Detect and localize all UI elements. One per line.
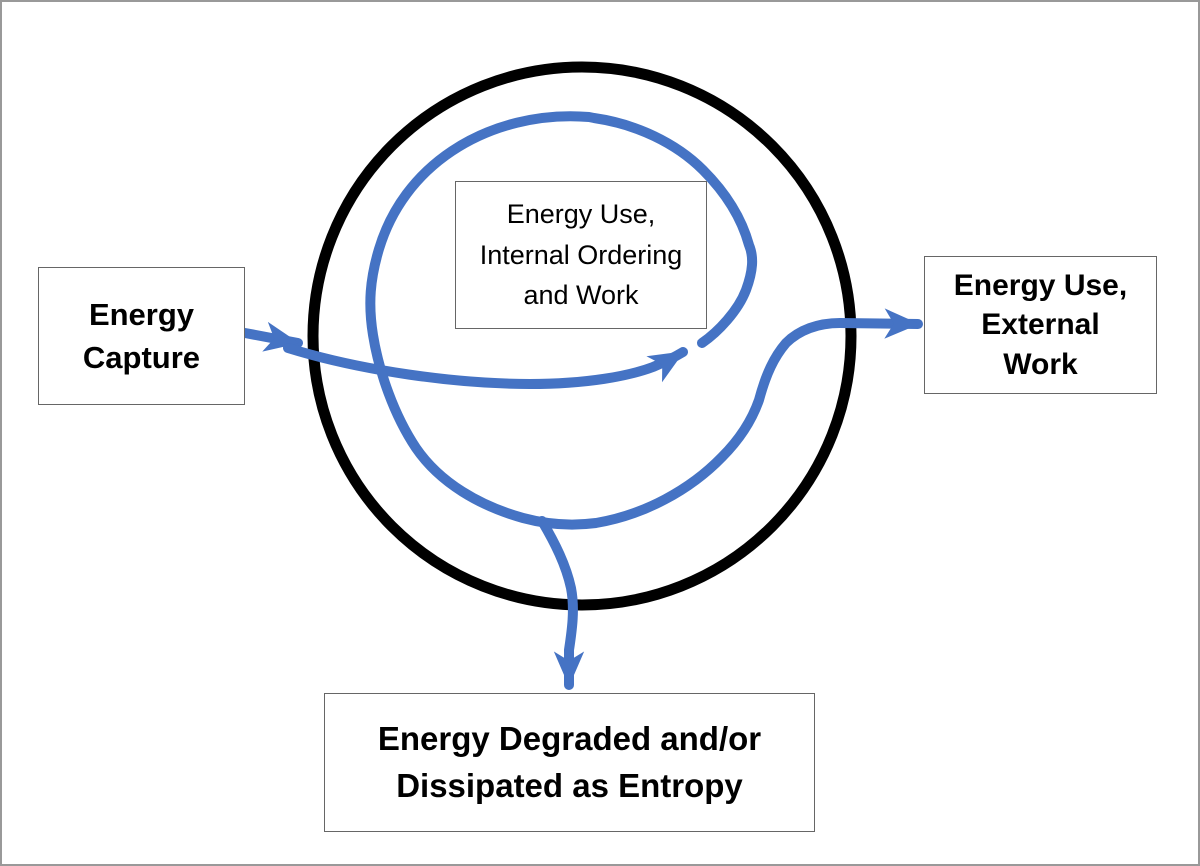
entropy-box: Energy Degraded and/or Dissipated as Ent…	[324, 693, 815, 832]
entropy-label: Energy Degraded and/or Dissipated as Ent…	[377, 719, 762, 804]
internal-use-label: Energy Use, Internal Ordering and Work	[479, 199, 683, 311]
energy-capture-arrow	[240, 321, 303, 352]
energy-input-flow-line	[283, 343, 688, 389]
energy-capture-box: Energy Capture	[38, 267, 245, 405]
internal-use-box: Energy Use, Internal Ordering and Work	[455, 181, 707, 329]
external-work-label: Energy Use, External Work	[953, 268, 1128, 381]
entropy-flow-line	[537, 516, 585, 690]
energy-capture-label: Energy Capture	[82, 296, 201, 375]
external-work-box: Energy Use, External Work	[924, 256, 1157, 394]
system-boundary-circle	[307, 61, 857, 611]
internal-spiral-flow-line	[365, 111, 923, 530]
